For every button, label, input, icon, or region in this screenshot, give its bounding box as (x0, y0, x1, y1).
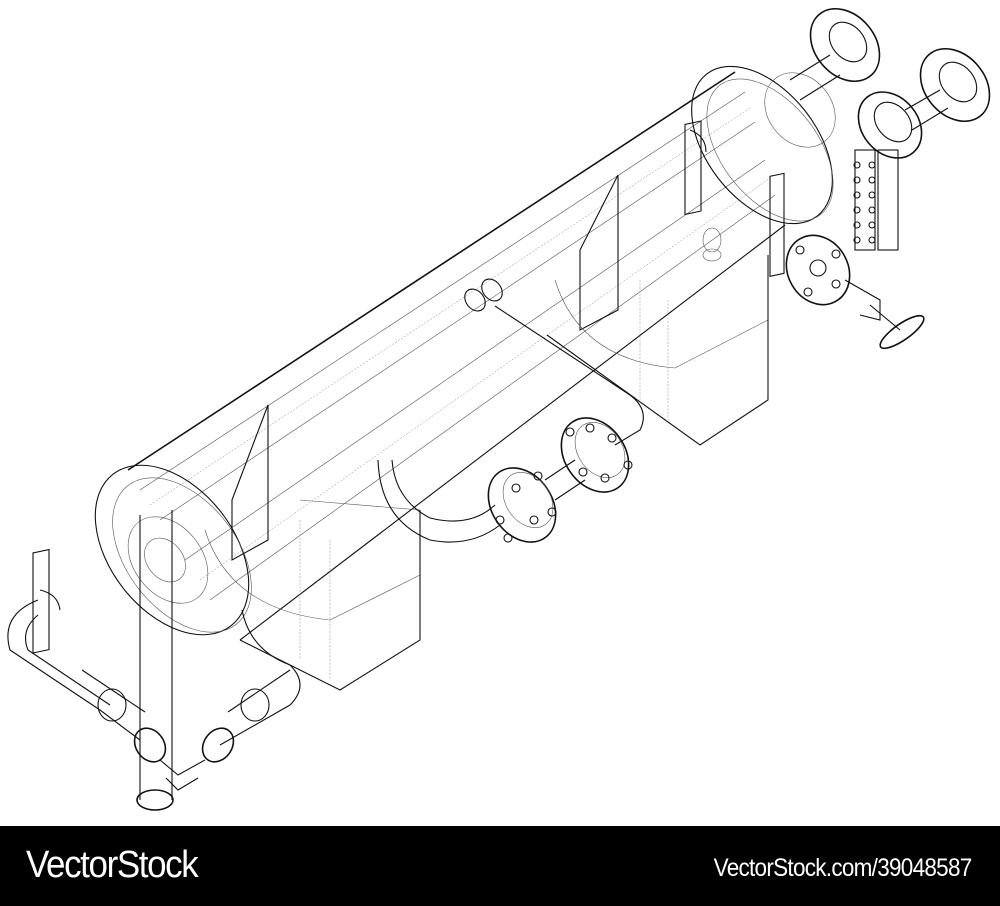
pressure-vessel-drawing (7, 7, 991, 811)
flanged-pipe-connection (377, 305, 644, 543)
tank-body (94, 65, 836, 641)
top-nozzle (464, 227, 722, 312)
pipe-clamp-top (684, 120, 707, 216)
saddle-support-right (546, 174, 769, 446)
image-credit: VectorStock.com/39048587 (714, 854, 973, 882)
handwheel-valve-top (789, 7, 881, 101)
illustration-canvas (7, 7, 991, 811)
drain-manifold (7, 510, 301, 811)
watermark-footer: VectorStock VectorStock.com/39048587 (0, 826, 1000, 906)
gauge-bolts (853, 161, 876, 244)
handwheel-valve-right (857, 47, 991, 159)
level-gauge-glass (785, 149, 925, 350)
pipe-clamp-left (32, 548, 61, 654)
saddle-support-left (204, 404, 421, 691)
pipe-clamp-right (769, 172, 785, 277)
brand-logo: VectorStock (26, 844, 199, 886)
